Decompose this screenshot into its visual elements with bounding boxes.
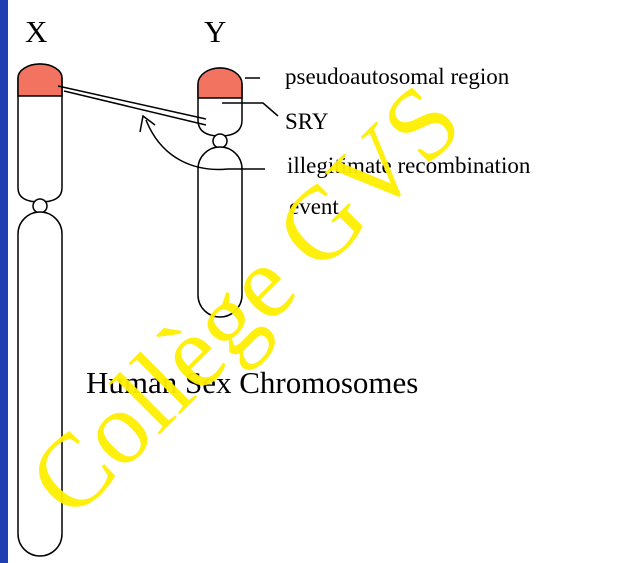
x-chromosome-label: X bbox=[25, 14, 47, 49]
sry-label: SRY bbox=[285, 109, 329, 134]
y-chromosome-label: Y bbox=[204, 14, 226, 49]
y-pseudoautosomal-region bbox=[198, 68, 242, 98]
y-centromere bbox=[213, 134, 227, 148]
watermark: Collège GVS bbox=[7, 63, 483, 539]
x-pseudoautosomal-region bbox=[18, 64, 62, 96]
recombination-cross-line-2 bbox=[64, 91, 206, 125]
recombination-cross-line-1 bbox=[58, 86, 206, 119]
x-centromere bbox=[33, 199, 47, 213]
annotation-leaders bbox=[58, 78, 278, 169]
